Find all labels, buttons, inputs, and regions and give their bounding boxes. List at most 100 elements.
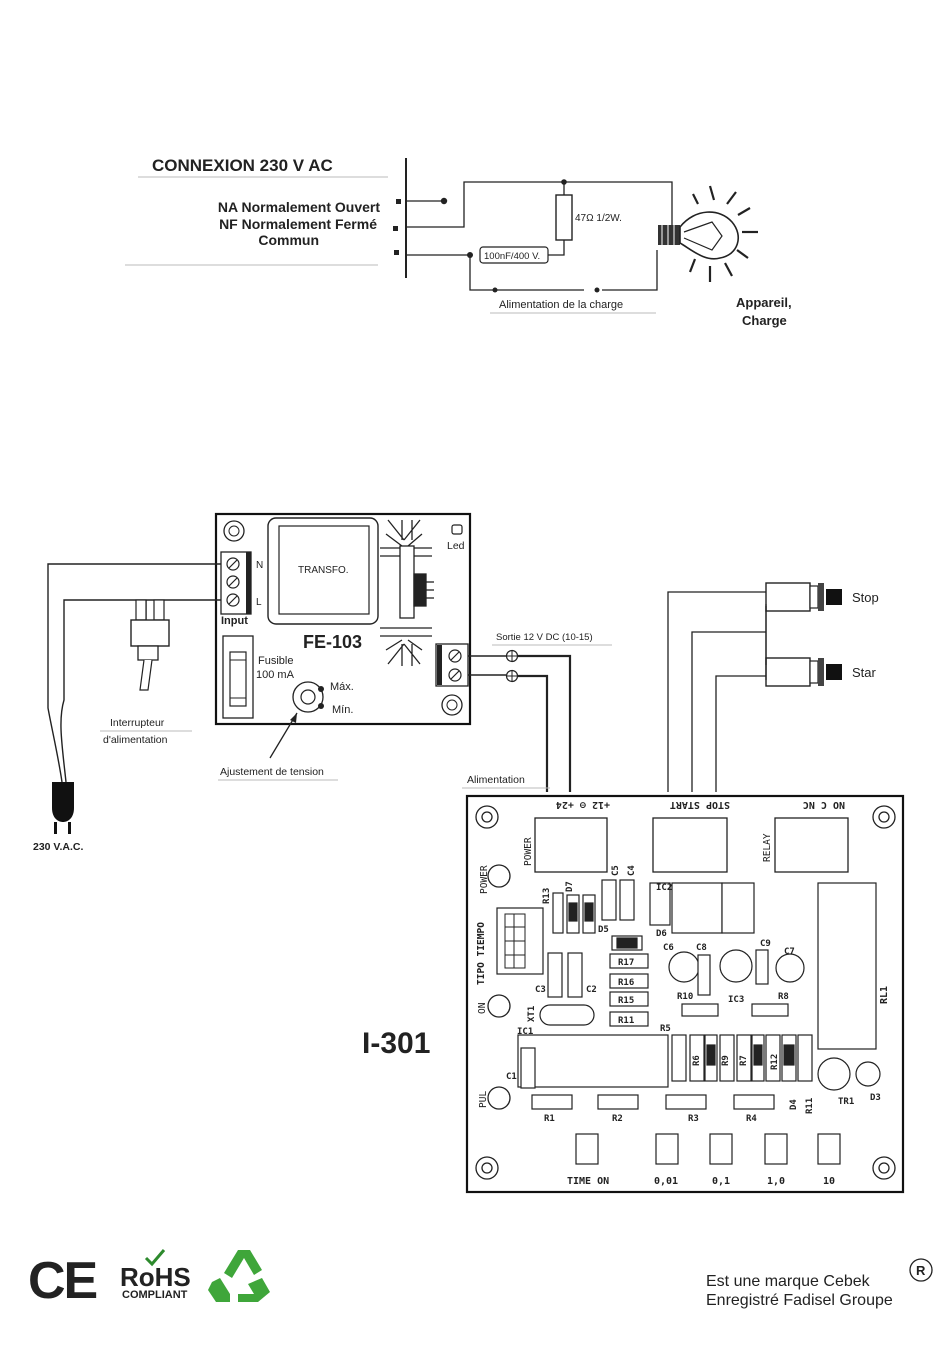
stop-label: Stop: [852, 590, 879, 605]
label-c4: C4: [627, 865, 637, 876]
dc-output-wiring: [468, 649, 572, 792]
output-label: Sortie 12 V DC (10-15): [496, 632, 593, 643]
label-ic2: IC2: [656, 883, 672, 893]
mains-wiring: Interrupteur d'alimentation 230 V.A.C.: [33, 563, 221, 853]
label-r11: R11: [618, 1016, 634, 1026]
component-labels: R13 D7 C5 C4 D5 IC2 D6 C6 C8 C9 C7 R17 R…: [506, 865, 890, 1124]
top-supply-label: +12 ⊖ +24: [556, 799, 610, 810]
load-label-1: Appareil,: [736, 295, 792, 310]
top-stopstart-label: STOP START: [670, 799, 730, 810]
label-c1: C1: [506, 1072, 517, 1082]
pcb-components: [517, 879, 881, 1165]
label-r4: R4: [746, 1114, 757, 1124]
led-label: Led: [447, 540, 465, 552]
contact-na-label: NA Normalement Ouvert: [218, 199, 380, 215]
stopstart-block: [652, 817, 728, 873]
label-c5: C5: [611, 865, 621, 876]
label-ic3: IC3: [728, 995, 744, 1005]
label-c9: C9: [760, 939, 771, 949]
rohs-check-icon: [144, 1249, 166, 1267]
label-c6: C6: [663, 943, 674, 953]
button-wiring: [667, 591, 767, 792]
on-label: ON: [477, 1002, 488, 1014]
label-r6: R6: [692, 1055, 702, 1066]
stop-button[interactable]: [765, 582, 842, 612]
label-d5: D5: [598, 925, 609, 935]
brand-line-1: Est une marque Cebek: [706, 1273, 870, 1290]
load-supply-label: Alimentation de la charge: [499, 299, 623, 311]
psu-mount-hole-tl: [223, 520, 245, 542]
label-r13: R13: [542, 888, 552, 904]
pul-label: PUL: [478, 1091, 489, 1108]
rohs-compliant: COMPLIANT: [122, 1289, 188, 1301]
psu-section: N L Input TRANSFO. Led FE-103 Fusible 10…: [214, 512, 612, 781]
label-c7: C7: [784, 947, 795, 957]
led-power-icon: [487, 864, 511, 888]
time-on-label: TIME ON: [567, 1176, 609, 1187]
toggle-switch-icon[interactable]: [130, 599, 170, 691]
rohs-logo: RoHS: [120, 1262, 191, 1292]
connexion-section: CONNEXION 230 V AC NA Normalement Ouvert…: [125, 156, 792, 328]
start-label: Star: [852, 665, 877, 680]
terminal-l-label: L: [256, 597, 262, 608]
junction-na: [440, 197, 448, 205]
label-r17: R17: [618, 958, 634, 968]
plug-icon: [52, 782, 74, 834]
resistor-body: [555, 194, 573, 241]
label-ic1: IC1: [517, 1027, 533, 1037]
label-c8: C8: [696, 943, 707, 953]
label-r5: R5: [660, 1024, 671, 1034]
fuse-label-2: 100 mA: [256, 669, 295, 681]
mains-label: 230 V.A.C.: [33, 841, 83, 853]
start-button[interactable]: [765, 657, 842, 687]
label-d2: D2: [707, 1055, 717, 1066]
adjust-min-label: Mín.: [332, 704, 353, 716]
label-d1: D1: [754, 1055, 764, 1066]
load-label-2: Charge: [742, 313, 787, 328]
label-r16: R16: [618, 978, 634, 988]
label-c2: C2: [586, 985, 597, 995]
connexion-wires: [406, 181, 673, 291]
contact-nf-label: NF Normalement Fermé: [219, 216, 377, 232]
label-d7: D7: [565, 881, 575, 892]
label-d4: D4: [789, 1099, 799, 1110]
connexion-title: CONNEXION 230 V AC: [152, 156, 333, 175]
i301-section: I-301 +12 ⊖ +24 STOP START NO C NC POWER…: [362, 794, 905, 1194]
fuse-label-1: Fusible: [258, 655, 293, 667]
heatsink-icon: [380, 519, 434, 666]
led-power-label: POWER: [479, 865, 490, 894]
board-mount-holes: [475, 805, 896, 1180]
relay-block: [774, 817, 849, 873]
psu-model: FE-103: [303, 632, 362, 652]
transformer-label: TRANSFO.: [298, 565, 349, 576]
label-r15: R15: [618, 996, 634, 1006]
power-block-label: POWER: [523, 837, 534, 866]
power-block: [534, 817, 608, 873]
time-100-label: 10: [823, 1176, 835, 1187]
registered-icon: [909, 1258, 933, 1282]
resistor-label: 47Ω 1/2W.: [575, 213, 622, 224]
fuse-icon: [229, 651, 247, 707]
input-label: Input: [221, 615, 248, 627]
contact-common-label: Commun: [258, 232, 319, 248]
label-r8: R8: [778, 992, 789, 1002]
time-01-label: 0,1: [712, 1176, 730, 1187]
label-r1: R1: [544, 1114, 555, 1124]
pushbuttons-section: Stop Star: [667, 582, 879, 792]
label-rl1: RL1: [879, 986, 890, 1004]
switch-label-1: Interrupteur: [110, 717, 165, 729]
adjust-label: Ajustement de tension: [220, 766, 324, 778]
label-tr1: TR1: [838, 1097, 854, 1107]
time-10-label: 1,0: [767, 1176, 785, 1187]
brand-line-2: Enregistré Fadisel Groupe: [706, 1292, 893, 1309]
terminal-n-label: N: [256, 560, 263, 571]
led-icon: [451, 524, 463, 535]
top-relay-label: NO C NC: [803, 799, 845, 810]
capacitor-label: 100nF/400 V.: [484, 251, 540, 262]
label-r10: R10: [677, 992, 693, 1002]
footer-logos: CE RoHS COMPLIANT R: [28, 1249, 933, 1310]
label-c3: C3: [535, 985, 546, 995]
label-d6: D6: [656, 929, 667, 939]
label-d3: D3: [870, 1093, 881, 1103]
